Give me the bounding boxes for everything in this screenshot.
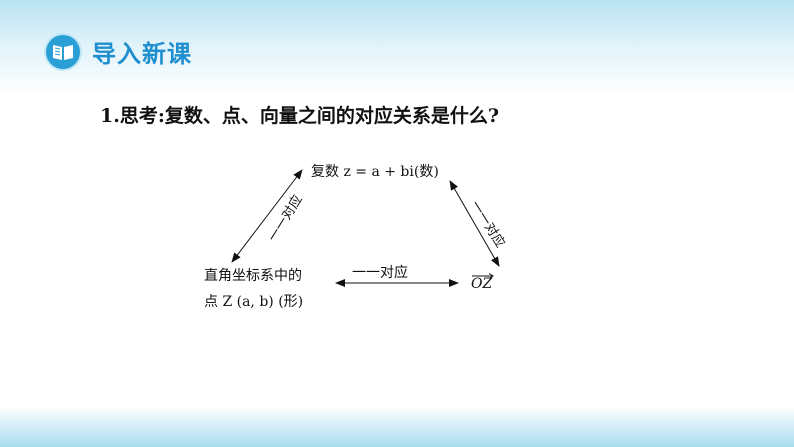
header-band	[0, 0, 794, 95]
right-arrow	[449, 180, 500, 267]
vector-label: OZ	[471, 276, 493, 292]
vector-arrow-icon	[472, 273, 494, 279]
left-arrow	[231, 169, 303, 263]
book-icon	[46, 35, 80, 69]
vector-oz: OZ	[471, 273, 494, 292]
footer-band	[0, 407, 794, 447]
section-title: 导入新课	[92, 40, 192, 68]
question-text: 1.思考:复数、点、向量之间的对应关系是什么?	[100, 105, 499, 127]
bottom-edge-label: 一一对应	[352, 265, 408, 281]
point-label-line2: 点 Z (a, b) (形)	[204, 294, 304, 310]
point-label-line1: 直角坐标系中的	[204, 268, 302, 284]
complex-label: 复数 z = a + bi(数)	[311, 164, 439, 180]
